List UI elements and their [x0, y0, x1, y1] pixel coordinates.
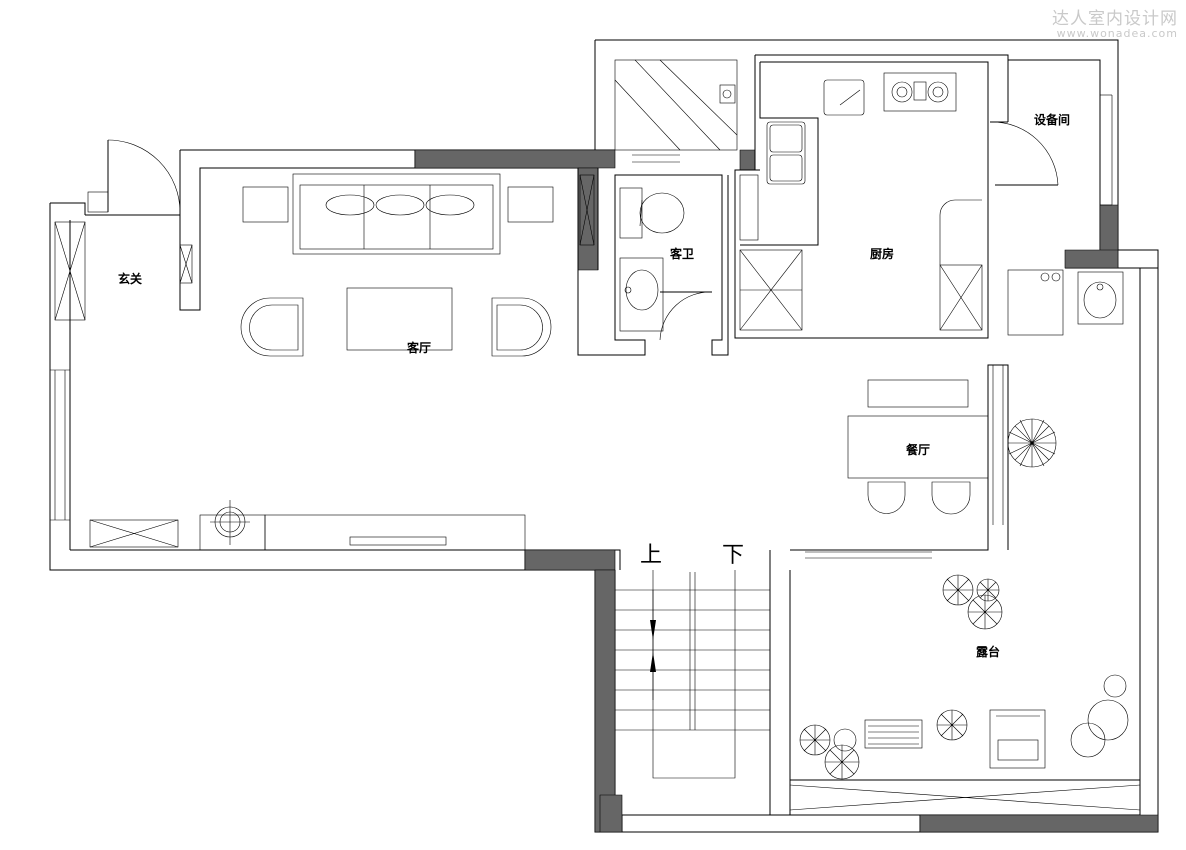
dining-area [847, 365, 1057, 525]
label-equipment: 设备间 [1034, 112, 1070, 127]
label-dining: 餐厅 [906, 442, 930, 457]
equipment-room [989, 94, 1124, 336]
living-room-furniture [89, 173, 554, 551]
label-guest-bath: 客卫 [669, 246, 694, 261]
label-living: 客厅 [406, 340, 431, 355]
room-labels: 玄关 客厅 客卫 厨房 设备间 餐厅 露台 上 下 [118, 112, 1070, 659]
watermark-url: www.wonadea.com [1056, 27, 1178, 40]
label-entrance: 玄关 [118, 271, 142, 286]
label-stairs-down: 下 [722, 543, 744, 568]
wall-fills [414, 149, 1159, 833]
label-kitchen: 厨房 [870, 246, 894, 261]
guest-bath [577, 59, 738, 356]
label-terrace: 露台 [976, 644, 1000, 659]
label-stairs-up: 上 [640, 543, 662, 568]
terrace [789, 551, 1141, 811]
entrance-area [50, 139, 193, 521]
staircase [615, 570, 770, 779]
watermark-text: 达人室内设计网 [1052, 9, 1178, 29]
kitchen [734, 54, 1009, 339]
